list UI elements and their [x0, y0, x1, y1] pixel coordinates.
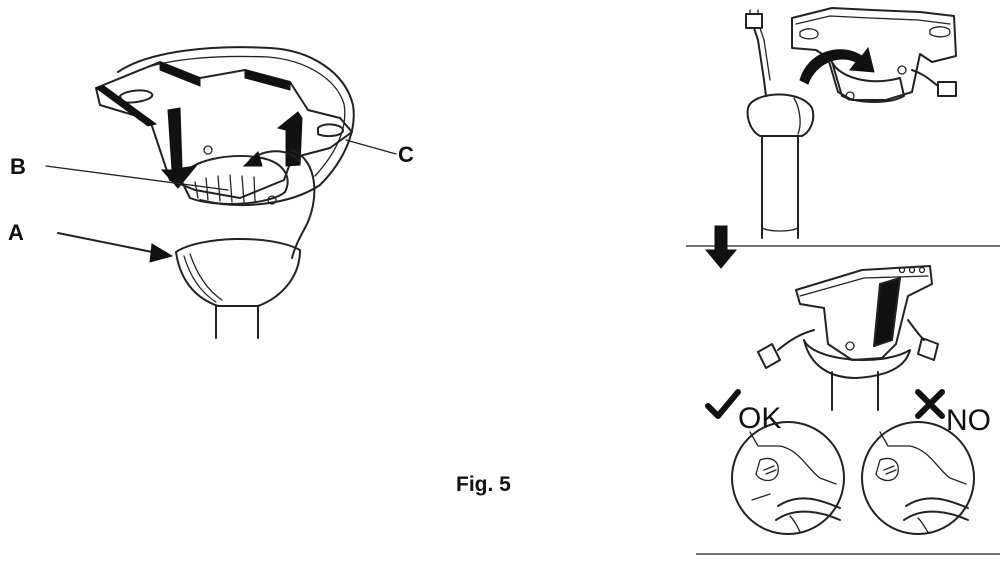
right-mid-illustration — [757, 265, 939, 411]
check-icon — [705, 389, 741, 419]
collar-ring — [179, 155, 289, 205]
arrow-down-left — [160, 107, 198, 189]
canopy-rim — [117, 46, 355, 206]
label-b: B — [10, 154, 26, 179]
connector-top — [745, 13, 763, 29]
figure-caption: Fig. 5 — [456, 473, 511, 496]
no-label: NO — [946, 404, 991, 437]
detail-ok — [731, 421, 845, 535]
label-a: A — [8, 220, 24, 245]
right-top-illustration — [745, 7, 957, 239]
ball-top — [746, 93, 815, 137]
mounting-bracket — [95, 61, 353, 199]
ball-cover — [175, 238, 301, 307]
step-arrow — [704, 225, 738, 269]
arrow-up-right — [276, 111, 303, 167]
detail-no — [861, 421, 975, 535]
downrod — [215, 305, 259, 339]
rotate-arrow — [799, 46, 875, 85]
label-c: C — [398, 142, 414, 167]
left-illustration — [45, 46, 397, 339]
wire — [291, 149, 316, 259]
cross-icon — [915, 389, 945, 419]
